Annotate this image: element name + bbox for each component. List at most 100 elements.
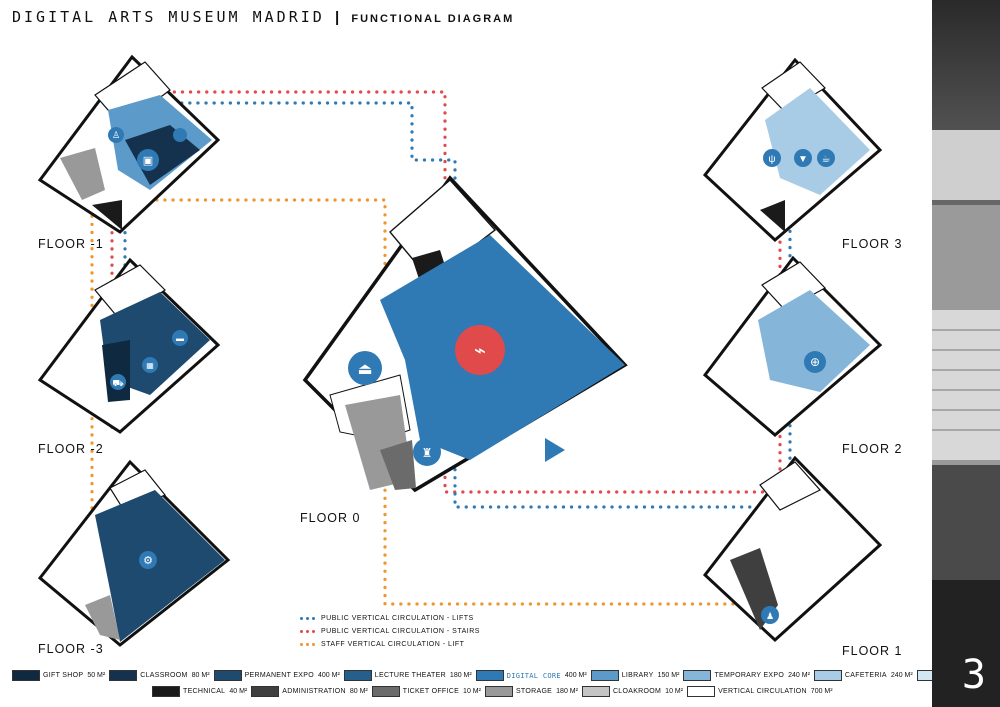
diagram-subtitle: FUNCTIONAL DIAGRAM (351, 13, 515, 25)
legend-swatch (813, 670, 842, 681)
legend-swatch (581, 686, 610, 697)
floor-label-3: FLOOR 3 (842, 237, 903, 251)
usb-icon: ⌁ (474, 340, 486, 362)
legend-swatch (475, 670, 504, 681)
legend-area-value: 240 M² (788, 672, 810, 679)
legend-swatch (590, 670, 619, 681)
lecture-icon: ▣ (143, 155, 153, 167)
floor-0-plan: ⌁ ⏏ ♜ (302, 175, 628, 493)
legend-area-name: ADMINISTRATION (282, 688, 346, 695)
legend-area-name: TEMPORARY EXPO (714, 672, 785, 679)
legend-area-value: 50 M² (87, 672, 106, 679)
legend-area-value: 150 M² (657, 672, 680, 679)
legend-area-name: TICKET OFFICE (402, 688, 460, 695)
book-icon: ♙ (112, 130, 120, 140)
page-title: DIGITAL ARTS MUSEUM MADRID | FUNCTIONAL … (12, 8, 514, 26)
legend-staff: STAFF VERTICAL CIRCULATION - LIFT (300, 638, 480, 651)
legend-swatch (484, 686, 513, 697)
title-separator: | (334, 9, 342, 26)
lecture-podium-icon: ♟ (766, 611, 774, 621)
restaurant-icon: ψ (768, 154, 775, 165)
legend-area-value: 180 M² (556, 688, 578, 695)
coffee-cup-icon: ☕ (822, 154, 831, 165)
floor-minus2-plan: ⛟ ▬ ▦ (37, 257, 221, 434)
legend-swatch (109, 670, 138, 681)
floor-3-plan: ψ ▼ ☕ (702, 57, 883, 243)
legend-area-name: CLOAKROOM (612, 688, 662, 695)
legend-area-name: TECHNICAL (183, 688, 226, 695)
floor-label-minus3: FLOOR -3 (38, 642, 104, 656)
legend-area-name: CLASSROOM (140, 672, 188, 679)
legend-area-name: GIFT SHOP (43, 672, 84, 679)
legend-area-name: PERMANENT EXPO (244, 672, 314, 679)
legend-stairs-label: PUBLIC VERTICAL CIRCULATION - STAIRS (321, 628, 480, 635)
floor-minus1-plan: ▣ ♙ (37, 54, 221, 234)
museum-title: DIGITAL ARTS MUSEUM MADRID (12, 8, 325, 26)
legend-swatch (683, 670, 712, 681)
gear-icon: ⚙ (143, 555, 153, 567)
floor-label-0: FLOOR 0 (300, 511, 361, 525)
legend-area-name: VERTICAL CIRCULATION (718, 688, 807, 695)
legend-area-name: CAFETERIA (844, 672, 887, 679)
legend-swatch (343, 670, 372, 681)
cocktail-icon: ▼ (798, 154, 808, 165)
legend-area-value: 180 M² (449, 672, 472, 679)
legend-lifts: PUBLIC VERTICAL CIRCULATION - LIFTS (300, 612, 480, 625)
floor-label-2: FLOOR 2 (842, 442, 903, 456)
globe-icon: ⊕ (810, 355, 820, 369)
legend-swatch (251, 686, 280, 697)
legend-swatch (687, 686, 716, 697)
shopping-cart-icon: ⛟ (112, 378, 123, 388)
floor-label-minus2: FLOOR -2 (38, 442, 104, 456)
floor-minus3-plan: ⚙ (37, 459, 231, 647)
legend-area-value: 80 M² (191, 672, 210, 679)
legend-area-name: LIBRARY (621, 672, 654, 679)
legend-area-name: DIGITAL CORE (506, 671, 561, 680)
building-photo: 3 (932, 0, 1000, 707)
legend-swatch (12, 670, 40, 681)
legend-area-value: 10 M² (665, 688, 684, 695)
floor-label-1: FLOOR 1 (842, 644, 903, 658)
legend-area-value: 400 M² (564, 672, 587, 679)
hanger-icon: ⏏ (357, 361, 372, 378)
floor-label-minus1: FLOOR -1 (38, 237, 104, 251)
legend-area-value: 700 M² (810, 688, 833, 695)
legend-lifts-label: PUBLIC VERTICAL CIRCULATION - LIFTS (321, 615, 474, 622)
presentation-icon: ▦ (146, 361, 154, 370)
circulation-legend: PUBLIC VERTICAL CIRCULATION - LIFTS PUBL… (300, 612, 480, 651)
legend-area-value: 80 M² (349, 688, 368, 695)
legend-stairs: PUBLIC VERTICAL CIRCULATION - STAIRS (300, 625, 480, 638)
play-triangle-icon (545, 438, 565, 462)
projector-icon: ▬ (176, 334, 184, 343)
legend-swatch (371, 686, 400, 697)
legend-area-value: 10 M² (463, 688, 481, 695)
legend-swatch (152, 686, 180, 697)
reception-desk-icon: ♜ (422, 446, 433, 460)
page-number: 3 (961, 652, 986, 698)
floor-1-plan: ♟ (702, 455, 883, 643)
legend-area-value: 400 M² (317, 672, 340, 679)
legend-staff-label: STAFF VERTICAL CIRCULATION - LIFT (321, 641, 465, 648)
legend-area-value: 40 M² (229, 688, 248, 695)
legend-swatch (213, 670, 242, 681)
floor-2-plan: ⊕ (702, 255, 883, 437)
legend-area-value: 240 M² (890, 672, 913, 679)
legend-area-name: LECTURE THEATER (374, 672, 446, 679)
